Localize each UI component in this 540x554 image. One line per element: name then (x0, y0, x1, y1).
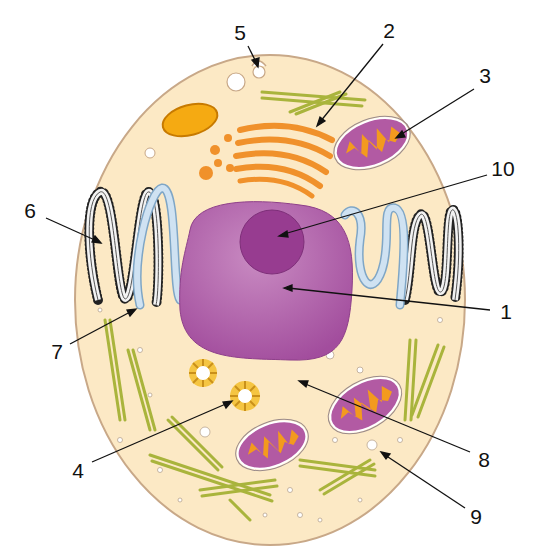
callout-number: 5 (232, 21, 248, 44)
nucleolus (240, 210, 304, 274)
callout-number: 4 (70, 459, 86, 482)
nucleus (180, 202, 353, 360)
callout-number: 8 (476, 448, 492, 471)
callout-number: 2 (381, 19, 397, 42)
vesicle (253, 66, 265, 78)
golgi-apparatus (236, 126, 332, 196)
centrioles (189, 359, 260, 411)
callout-number: 10 (489, 157, 516, 180)
cell-membrane (75, 55, 465, 545)
callout-number: 1 (498, 300, 514, 323)
callout-number: 6 (22, 199, 38, 222)
callout-number: 7 (49, 340, 65, 363)
callout-number: 9 (468, 505, 484, 528)
callout-number: 3 (477, 64, 493, 87)
lysosome (159, 98, 221, 141)
leader-lines (46, 44, 490, 508)
